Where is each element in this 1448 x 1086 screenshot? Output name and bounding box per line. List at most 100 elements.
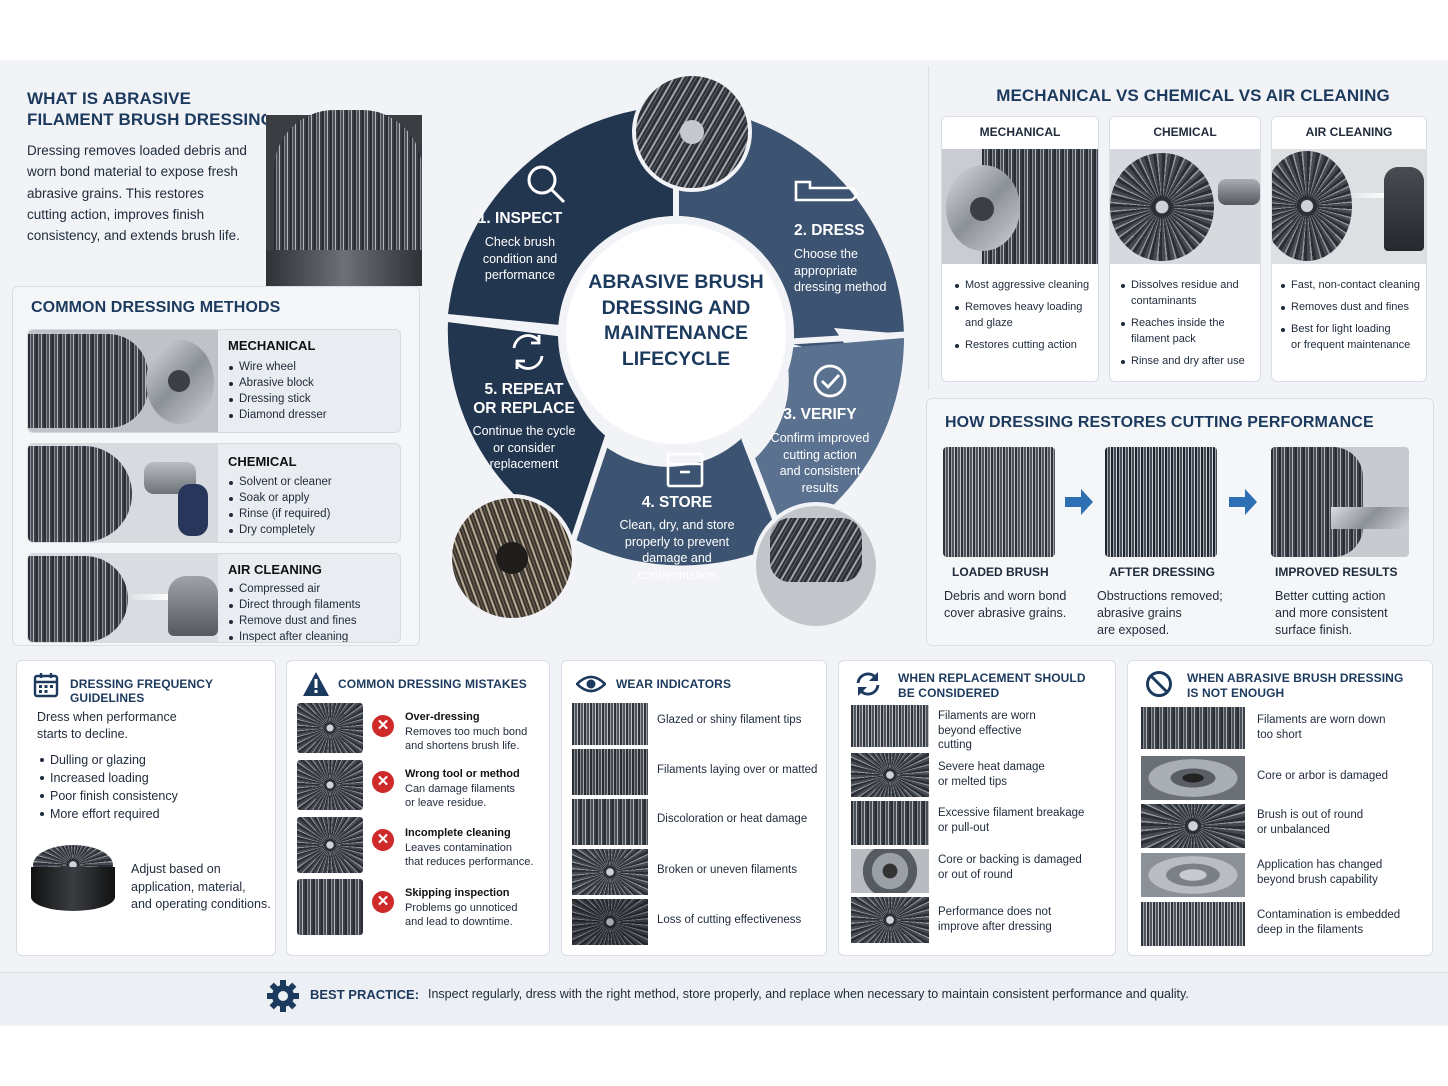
comparison-title: MECHANICAL VS CHEMICAL VS AIR CLEANING xyxy=(996,86,1390,105)
compare-col-mechanical: MECHANICAL Most aggressive cleaning Remo… xyxy=(941,116,1099,382)
improved-results-photo xyxy=(1271,447,1409,557)
step-inspect: 1. INSPECT Check brush condition and per… xyxy=(470,210,570,284)
step-inspect-title: 1. INSPECT xyxy=(477,210,563,227)
stage-improved: IMPROVED RESULTS Better cutting action a… xyxy=(1275,565,1398,637)
mistake-skipping-inspection: Skipping inspection Problems go unnotice… xyxy=(405,887,518,928)
refresh-icon xyxy=(856,672,880,696)
not-enough-title: WHEN ABRASIVE BRUSH DRESSING IS NOT ENOU… xyxy=(1187,671,1404,700)
mistake-photo-1 xyxy=(297,703,363,753)
replacement-photo-4 xyxy=(851,849,929,893)
error-x-icon: ✕ xyxy=(372,891,394,913)
frequency-intro: Dress when performance starts to decline… xyxy=(37,710,177,741)
wear-matted: Filaments laying over or matted xyxy=(657,764,818,776)
replacement-title: WHEN REPLACEMENT SHOULD BE CONSIDERED xyxy=(898,671,1086,700)
not-enough-photo-4 xyxy=(1141,853,1245,897)
warning-icon xyxy=(303,672,329,696)
wear-broken-filaments: Broken or uneven filaments xyxy=(657,864,797,876)
magnifier-icon xyxy=(527,165,566,204)
replacement-photo-5 xyxy=(851,897,929,943)
not-enough-photo-2 xyxy=(1141,756,1245,800)
comparison-section: MECHANICAL VS CHEMICAL VS AIR CLEANING M… xyxy=(928,66,1438,390)
arrow-right-icon xyxy=(1065,489,1093,515)
restore-panel: HOW DRESSING RESTORES CUTTING PERFORMANC… xyxy=(926,398,1434,646)
check-circle-icon xyxy=(813,364,847,398)
mech-bullet-1: Most aggressive cleaning xyxy=(954,277,1096,293)
wear-photo-3 xyxy=(572,799,648,845)
mistake-wrong-tool: Wrong tool or method Can damage filament… xyxy=(405,768,520,809)
not-enough-photo-1 xyxy=(1141,707,1245,749)
arrow-right-icon xyxy=(1229,489,1257,515)
stage-after-dressing: AFTER DRESSING Obstructions removed; abr… xyxy=(1097,565,1223,637)
compare-air-photo xyxy=(1272,149,1426,264)
error-x-icon: ✕ xyxy=(372,771,394,793)
frequency-bullets: Dulling or glazing Increased loading Poo… xyxy=(39,751,178,823)
wear-panel: WEAR INDICATORS Glazed or shiny filament… xyxy=(561,660,827,956)
segment-inspect xyxy=(448,106,676,326)
wear-photo-1 xyxy=(572,703,648,745)
chemical-name: CHEMICAL xyxy=(228,454,297,469)
restore-title: HOW DRESSING RESTORES CUTTING PERFORMANC… xyxy=(945,414,1374,431)
mechanical-name: MECHANICAL xyxy=(228,338,316,353)
mechanical-photo xyxy=(28,330,218,432)
mistakes-title: COMMON DRESSING MISTAKES xyxy=(338,677,527,691)
replacement-photo-3 xyxy=(851,801,929,845)
compare-col-air: AIR CLEANING Fast, non-contact cleaning … xyxy=(1271,116,1427,382)
brush-hero-photo xyxy=(266,100,422,286)
method-card-air: AIR CLEANING Compressed air Direct throu… xyxy=(27,553,401,643)
replacement-photo-1 xyxy=(851,705,929,747)
mistakes-panel: COMMON DRESSING MISTAKES ✕ Over-dressing… xyxy=(286,660,550,956)
air-bullets: Compressed air Direct through filaments … xyxy=(228,581,360,642)
lifecycle-ring xyxy=(439,72,915,630)
wear-loss-effectiveness: Loss of cutting effectiveness xyxy=(657,914,802,926)
wear-photo-5 xyxy=(572,899,648,945)
step-repeat-title: 5. REPEAT OR REPLACE xyxy=(473,381,575,417)
not-enough-photo-3 xyxy=(1141,804,1245,848)
segment-store xyxy=(576,438,780,566)
calendar-icon xyxy=(33,673,59,698)
air-photo xyxy=(28,554,218,642)
dressing-tool-icon xyxy=(794,180,858,202)
mistake-photo-2 xyxy=(297,760,363,810)
step-dress: 2. DRESS Choose the appropriate dressing… xyxy=(794,222,904,296)
best-practice-label: BEST PRACTICE: xyxy=(310,987,420,1002)
chemical-photo xyxy=(28,444,218,542)
loaded-brush-photo xyxy=(943,447,1055,557)
after-dressing-photo xyxy=(1105,447,1217,557)
frequency-note: Adjust based on application, material, a… xyxy=(131,862,271,911)
best-practice-text: Inspect regularly, dress with the right … xyxy=(428,987,1189,1001)
cycle-arrows-icon xyxy=(512,334,544,370)
error-x-icon: ✕ xyxy=(372,829,394,851)
mistake-photo-3 xyxy=(297,817,363,873)
prohibited-icon xyxy=(1146,671,1172,697)
cup-brush-photo xyxy=(29,845,117,917)
step-store-title: 4. STORE xyxy=(641,494,713,511)
best-practice-bar: BEST PRACTICE: Inspect regularly, dress … xyxy=(0,972,1448,1024)
step-verify-title: 3. VERIFY xyxy=(783,406,857,423)
storage-box-icon xyxy=(666,452,704,488)
methods-title: COMMON DRESSING METHODS xyxy=(31,299,281,316)
air-bullet-2: Removes dust and fines xyxy=(1280,299,1426,315)
compare-chemical-photo xyxy=(1110,149,1260,264)
mistake-photo-4 xyxy=(297,879,363,935)
mechanical-bullets: Wire wheel Abrasive block Dressing stick… xyxy=(228,359,327,423)
frequency-panel: DRESSING FREQUENCY GUIDELINES Dress when… xyxy=(16,660,276,956)
segment-verify xyxy=(746,338,904,544)
mech-bullet-3: Restores cutting action xyxy=(954,337,1096,353)
stage-loaded: LOADED BRUSH Debris and worn bond cover … xyxy=(944,565,1067,620)
mistake-over-dressing: Over-dressing Removes too much bond and … xyxy=(405,711,528,752)
replacement-photo-2 xyxy=(851,753,929,797)
air-name: AIR CLEANING xyxy=(228,562,322,577)
frequency-title: DRESSING FREQUENCY GUIDELINES xyxy=(70,677,213,705)
lifecycle-center-title: ABRASIVE BRUSH DRESSING AND MAINTENANCE … xyxy=(588,271,764,370)
